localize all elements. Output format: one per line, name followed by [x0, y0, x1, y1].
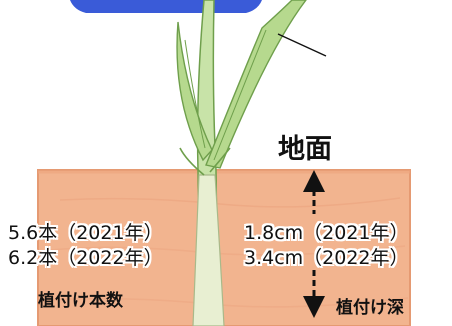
pointer-line	[277, 33, 327, 57]
planting-depth-caption: 植付け深	[336, 298, 404, 318]
header-banner	[70, 0, 262, 13]
planting-count-2022: 6.2本（2022年）	[8, 247, 163, 269]
planting-count-2021: 5.6本（2021年）	[8, 222, 163, 244]
planting-depth-2022: 3.4cm（2022年）	[244, 247, 409, 269]
soil-block	[37, 169, 411, 326]
plant	[176, 0, 307, 326]
planting-count-caption: 植付け本数	[38, 291, 123, 311]
ground-label: 地面	[278, 134, 332, 165]
depth-arrow	[303, 170, 325, 318]
planting-depth-2021: 1.8cm（2021年）	[244, 222, 409, 244]
